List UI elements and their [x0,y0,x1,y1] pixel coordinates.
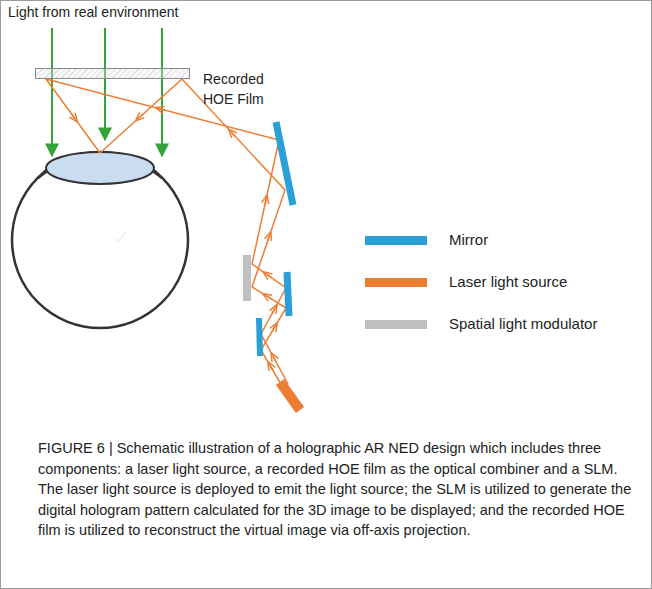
ray-direction [270,365,273,370]
legend-swatch [365,278,427,287]
ray-direction [272,308,275,313]
legend-text: Mirror [449,230,488,250]
component-label: Recorded HOE Film [203,69,295,109]
laser-beam [46,79,288,384]
legend-text: Spatial light modulator [449,314,597,334]
mirror [276,122,293,205]
laser-rays [46,79,288,386]
legend-swatch [365,236,427,245]
spatial-light-modulator [243,255,251,301]
mirror [287,272,289,316]
hoe-film-strip [35,68,190,79]
ray-direction [139,114,143,118]
ray-direction [231,132,235,136]
figure-caption: FIGURE 6 | Schematic illustration of a h… [38,438,636,541]
optics [243,122,300,410]
laser-source [280,382,300,410]
eye [12,152,188,328]
ray-direction [160,109,166,111]
hoe-film: Recorded HOE Film [35,68,297,111]
ray-direction [267,274,272,277]
ray-direction [272,326,275,331]
annotation-label: Light from real environment [8,4,178,20]
ray-direction [265,199,266,205]
ambient-light-rays [52,28,162,156]
ray-direction [266,296,271,299]
ray-direction [71,114,75,119]
legend-text: Laser light source [449,272,567,292]
ray-direction [273,356,276,361]
legend-swatch [365,320,427,329]
mirror [259,318,260,356]
ray-direction [268,236,270,242]
